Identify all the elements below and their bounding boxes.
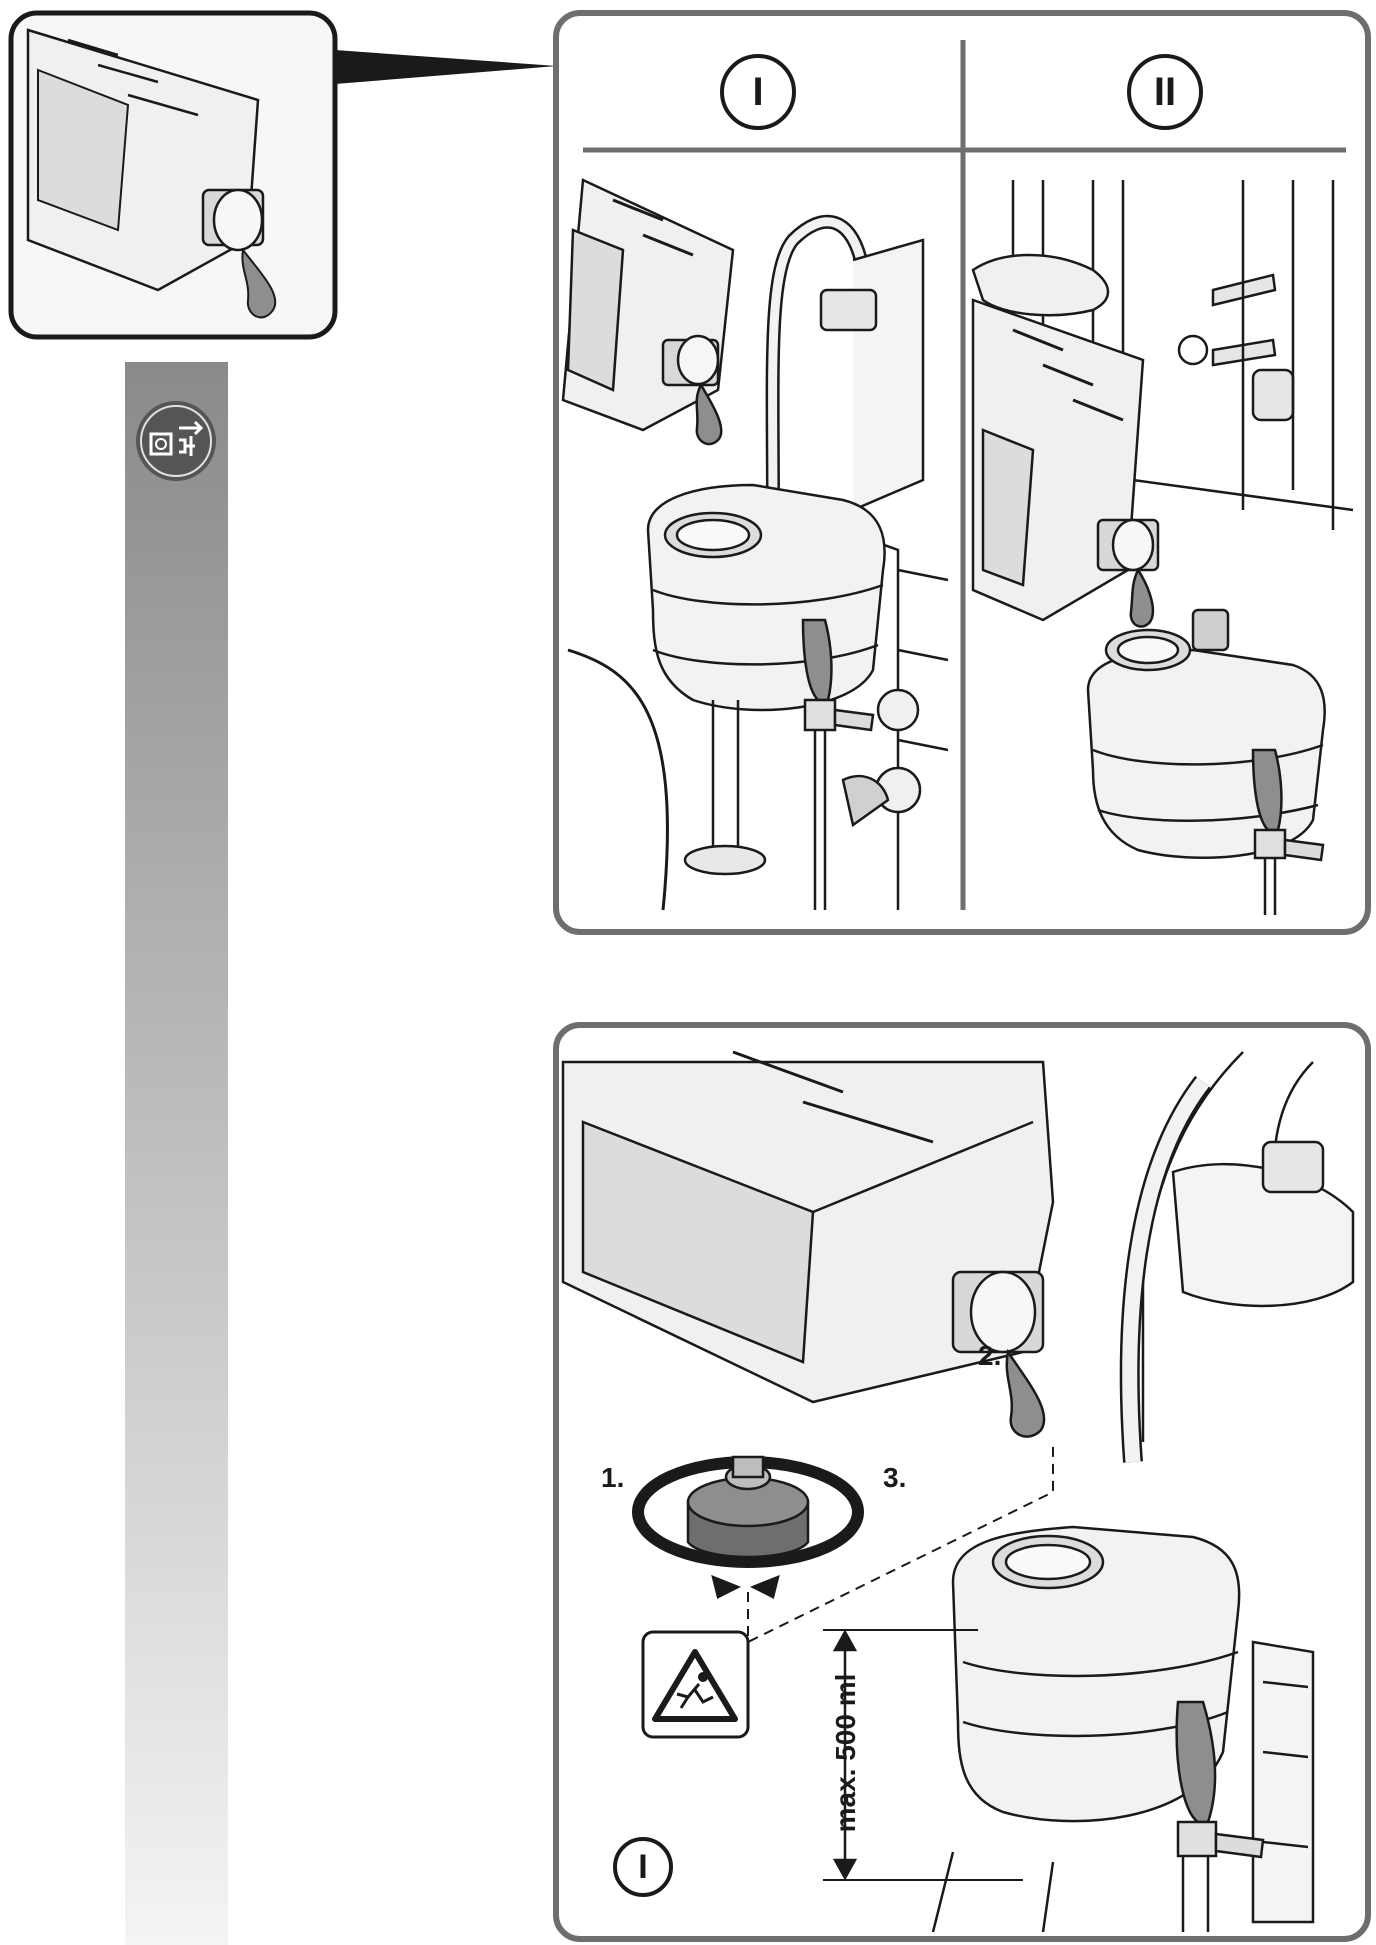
zoom-inset xyxy=(8,10,338,340)
max-volume-label: max. 500 ml xyxy=(830,1673,861,1833)
slippery-floor-warning-icon xyxy=(641,1630,750,1739)
side-gradient-bar xyxy=(125,362,228,1945)
mode-marker-label: I xyxy=(638,1848,648,1886)
step-2-label: 2. xyxy=(978,1340,1002,1371)
top-instruction-panel: I II xyxy=(553,10,1371,935)
bottom-instruction-panel: 1. 2. 3. max. 500 ml I xyxy=(553,1022,1371,1942)
step-1-label: 1. xyxy=(601,1462,625,1493)
col1-marker-label: I xyxy=(752,70,764,114)
col2-marker-label: II xyxy=(1153,70,1177,114)
unplug-icon xyxy=(135,400,217,482)
inset-connector xyxy=(335,48,560,88)
step-3-label: 3. xyxy=(883,1462,907,1493)
